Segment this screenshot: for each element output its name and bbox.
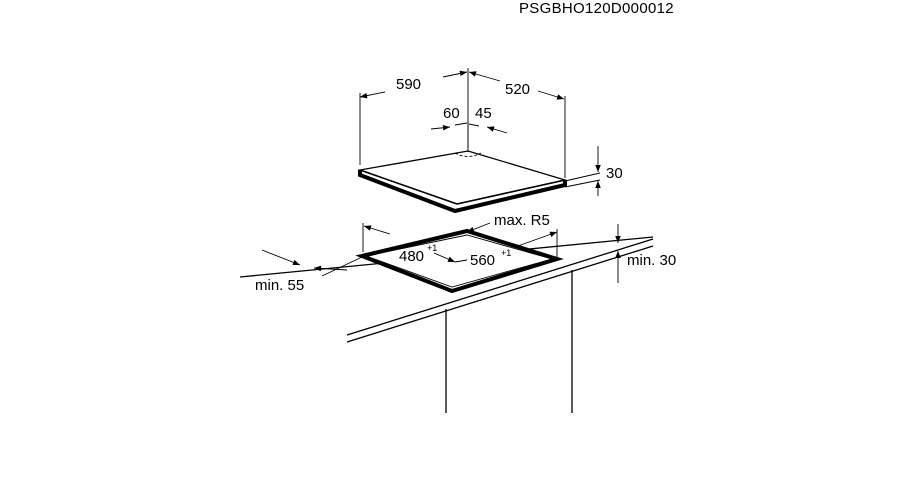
document-code: PSGBHO120D000012 [519,0,674,17]
hob-height-label: 30 [606,165,623,182]
corner-radius-label: max. R5 [494,212,550,229]
worktop-thickness-label: min. 30 [627,252,676,269]
gas-inlet-x-label: 60 [443,105,460,122]
cutout-depth-tolerance: +1 [427,243,437,253]
cutout-width-dimension [454,229,558,263]
hob-width-label: 590 [396,76,421,93]
gas-inlet-y-label: 45 [475,105,492,122]
cutout-width-tolerance: +1 [501,248,511,258]
worktop [239,236,654,413]
min-distance-dimension [261,249,363,277]
hob-depth-label: 520 [505,81,530,98]
corner-radius-leader [466,222,491,233]
cutout-depth-label: 480 [399,248,424,265]
min-distance-label: min. 55 [255,277,304,294]
hob-unit [357,150,601,214]
cutout-depth-dimension [362,223,456,263]
cutout-width-label: 560 [470,252,495,269]
gas-inlet-dimension [430,122,508,152]
hob-depth-dimension [468,71,566,178]
